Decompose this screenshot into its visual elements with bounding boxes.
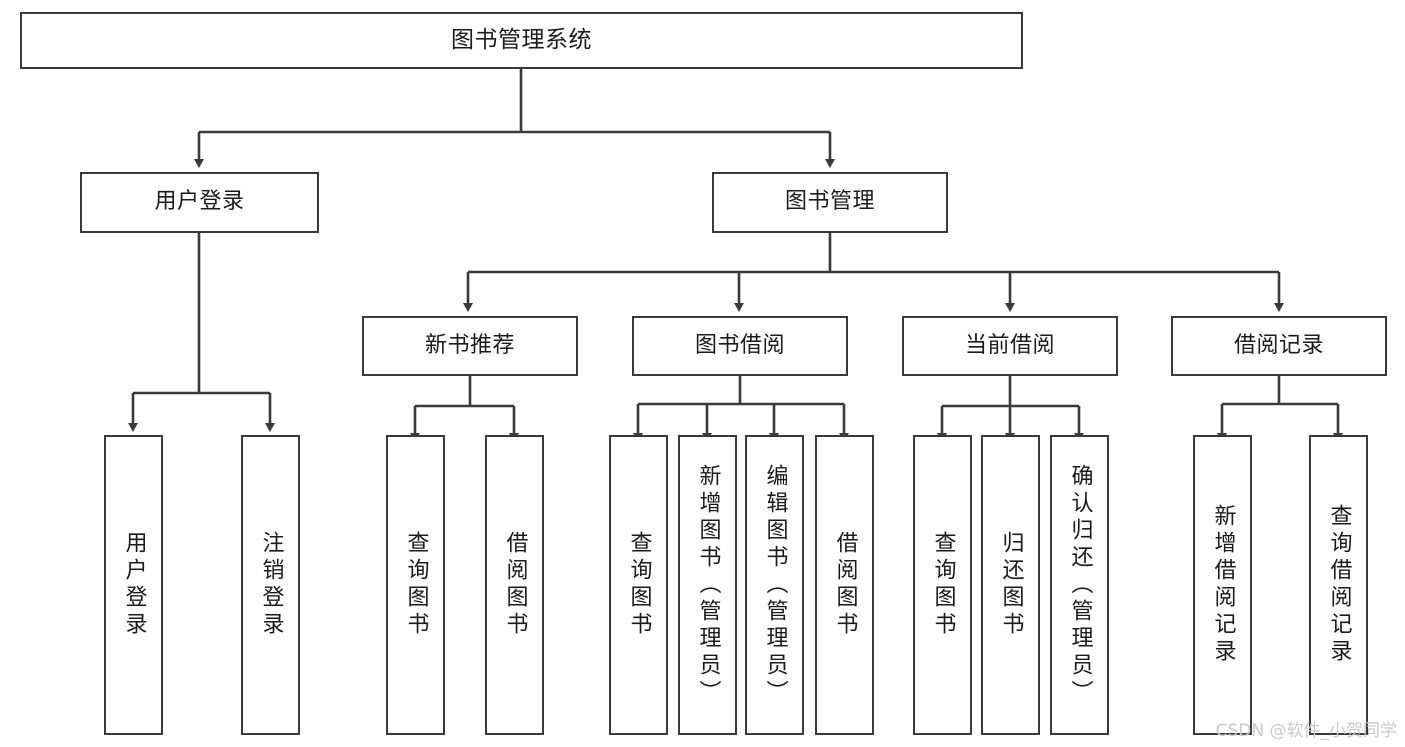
- node-book-borrow[interactable]: 图书借阅: [632, 316, 848, 376]
- watermark-text: CSDN @软件_小贺同学: [1215, 721, 1397, 741]
- leaf-return-book[interactable]: 归还图书: [981, 435, 1040, 735]
- leaf-borrow-book[interactable]: 借阅图书: [815, 435, 874, 735]
- node-user-login[interactable]: 用户登录: [80, 172, 319, 233]
- node-label: 借阅记录: [1233, 332, 1324, 358]
- node-label: 新增借阅记录: [1210, 504, 1236, 666]
- node-label: 归还图书: [998, 531, 1024, 639]
- node-label: 当前借阅: [964, 332, 1055, 358]
- leaf-query-book-borrow[interactable]: 查询图书: [609, 435, 668, 735]
- node-borrow-record[interactable]: 借阅记录: [1171, 316, 1387, 376]
- leaf-logout[interactable]: 注销登录: [241, 435, 300, 735]
- node-label: 查询图书: [930, 531, 956, 639]
- node-new-book-recommend[interactable]: 新书推荐: [362, 316, 578, 376]
- node-label: 查询借阅记录: [1326, 504, 1352, 666]
- node-label: 借阅图书: [502, 531, 528, 639]
- node-label: 图书管理系统: [451, 26, 592, 53]
- leaf-confirm-return-admin[interactable]: 确认归还（管理员）: [1050, 435, 1109, 735]
- node-label: 新书推荐: [424, 332, 515, 358]
- node-label: 图书借阅: [694, 332, 785, 358]
- leaf-borrow-book-recommend[interactable]: 借阅图书: [485, 435, 544, 735]
- node-label: 注销登录: [258, 531, 284, 639]
- node-root-system[interactable]: 图书管理系统: [20, 12, 1023, 69]
- leaf-query-borrow-record[interactable]: 查询借阅记录: [1309, 435, 1368, 735]
- leaf-add-borrow-record[interactable]: 新增借阅记录: [1193, 435, 1252, 735]
- node-label: 借阅图书: [832, 531, 858, 639]
- node-book-management[interactable]: 图书管理: [712, 172, 948, 233]
- leaf-query-book-recommend[interactable]: 查询图书: [386, 435, 445, 735]
- node-label: 确认归还（管理员）: [1067, 463, 1093, 707]
- node-label: 编辑图书（管理员）: [762, 463, 788, 707]
- leaf-add-book-admin[interactable]: 新增图书（管理员）: [678, 435, 737, 735]
- leaf-query-book-current[interactable]: 查询图书: [913, 435, 972, 735]
- node-label: 用户登录: [154, 189, 245, 215]
- node-label: 新增图书（管理员）: [695, 463, 721, 707]
- leaf-user-login[interactable]: 用户登录: [104, 435, 163, 735]
- node-label: 查询图书: [626, 531, 652, 639]
- node-label: 查询图书: [403, 531, 429, 639]
- node-label: 用户登录: [121, 531, 147, 639]
- leaf-edit-book-admin[interactable]: 编辑图书（管理员）: [745, 435, 804, 735]
- node-current-borrow[interactable]: 当前借阅: [902, 316, 1118, 376]
- node-label: 图书管理: [784, 189, 875, 215]
